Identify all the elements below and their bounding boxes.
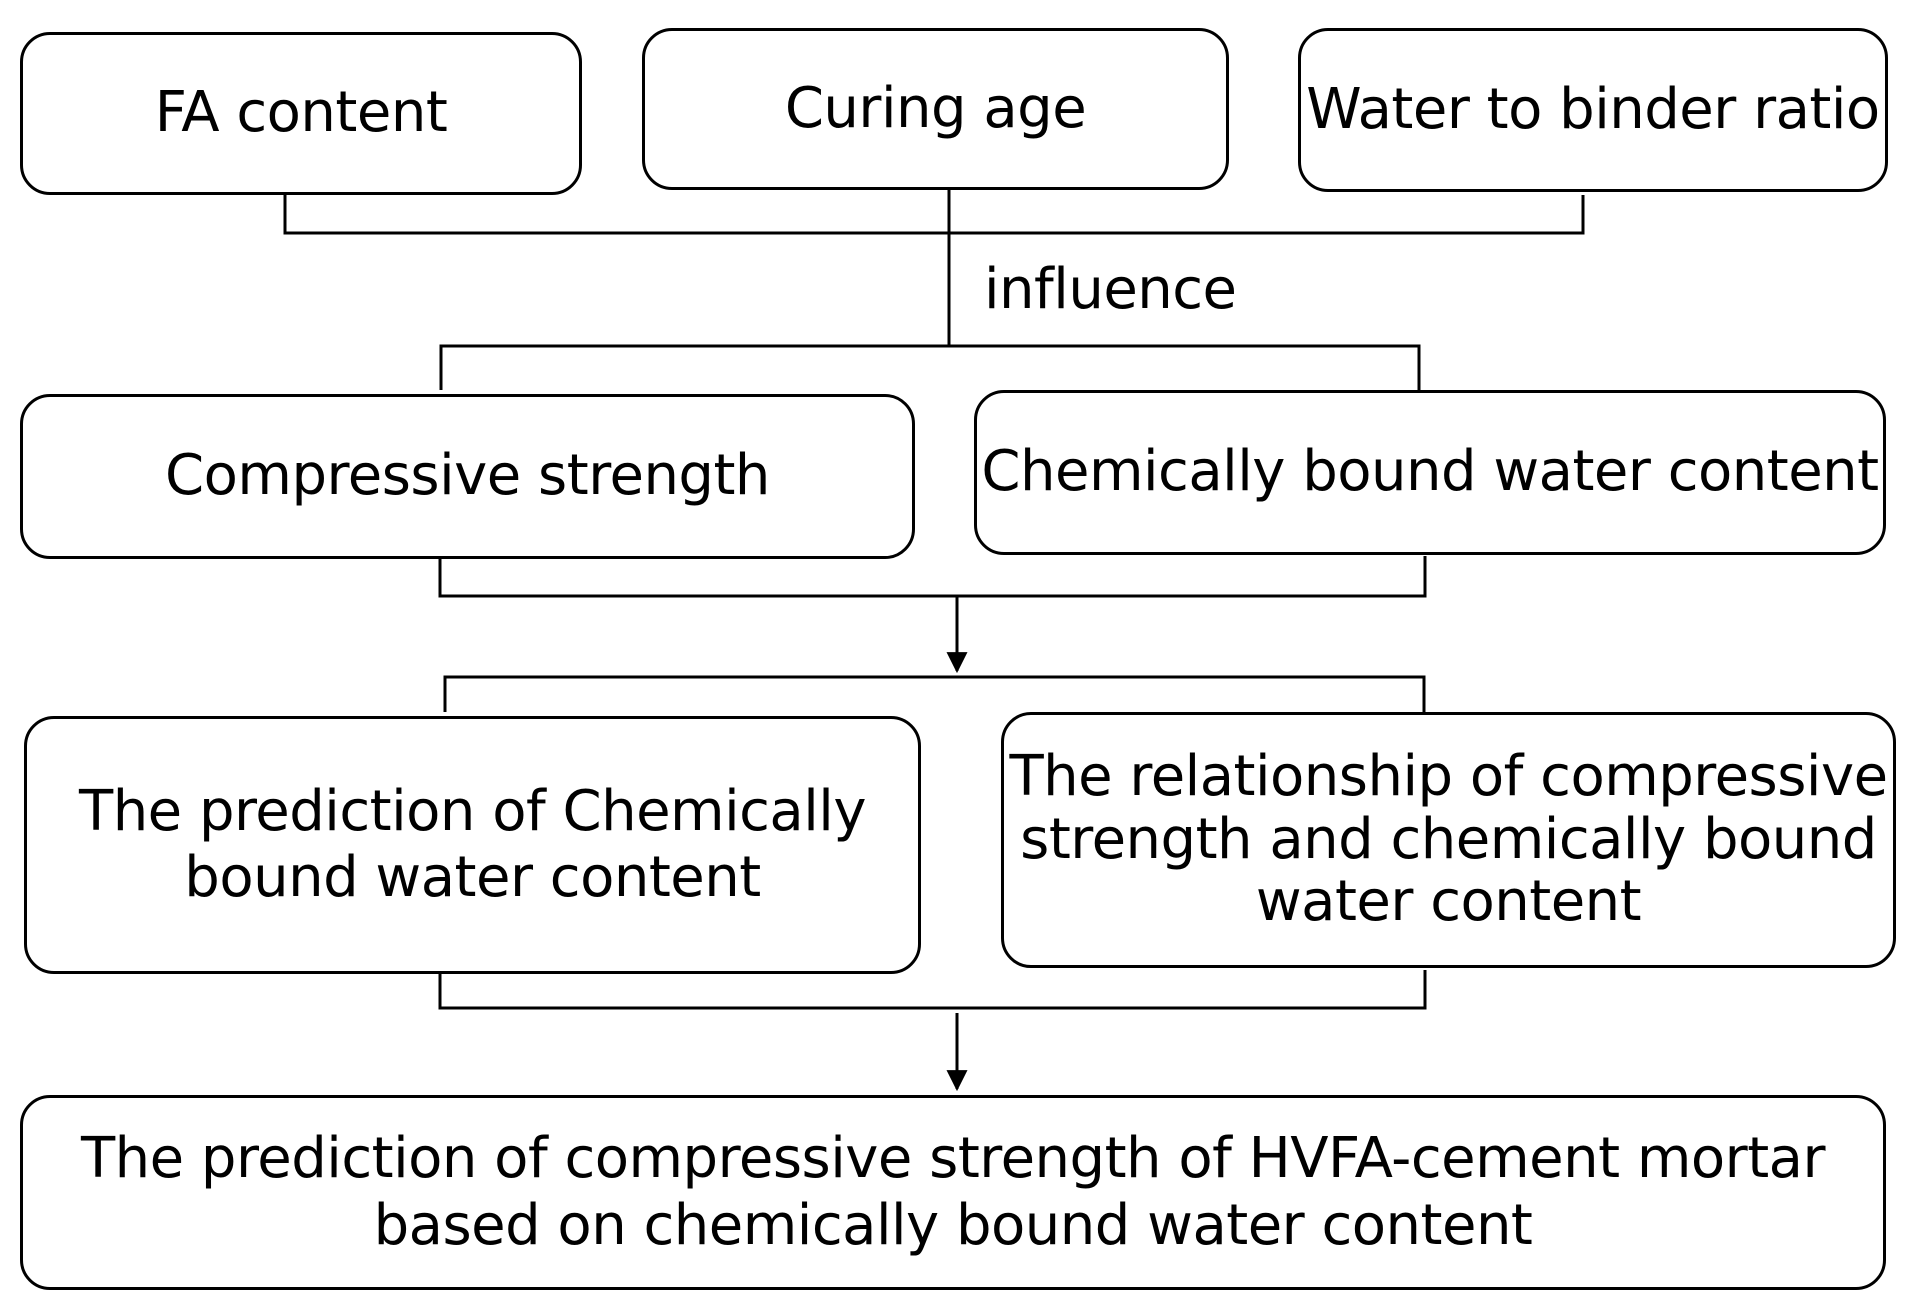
chemically-bound-water-label: Chemically bound water content bbox=[981, 439, 1879, 505]
fa-content-box: FA content bbox=[20, 32, 582, 195]
final-prediction-box: The prediction of compressive strength o… bbox=[20, 1095, 1886, 1290]
water-binder-ratio-box: Water to binder ratio bbox=[1298, 28, 1888, 192]
relationship-box: The relationship of compressive strength… bbox=[1001, 712, 1896, 968]
prediction-cbw-box: The prediction of Chemically bound water… bbox=[24, 716, 921, 974]
prediction-cbw-line1: The prediction of Chemically bbox=[78, 778, 867, 844]
relationship-line1: The relationship of compressive bbox=[1009, 743, 1888, 809]
analyses-split-bracket bbox=[443, 675, 1426, 712]
influence-label: influence bbox=[984, 257, 1237, 322]
prediction-cbw-line2: bound water content bbox=[184, 845, 761, 910]
prediction-cbw-text: The prediction of Chemically bound water… bbox=[78, 778, 867, 911]
analyses-merge-bracket bbox=[438, 970, 1427, 1010]
influence-split-bracket bbox=[439, 344, 1421, 390]
final-prediction-text: The prediction of compressive strength o… bbox=[80, 1126, 1826, 1258]
relationship-line3: water content bbox=[1255, 869, 1642, 935]
compressive-strength-box: Compressive strength bbox=[20, 394, 915, 559]
compressive-strength-label: Compressive strength bbox=[165, 443, 770, 509]
fa-content-label: FA content bbox=[154, 80, 448, 146]
relationship-line2: strength and chemically bound bbox=[1020, 806, 1877, 872]
curing-age-label: Curing age bbox=[784, 75, 1087, 141]
final-prediction-line2: based on chemically bound water content bbox=[373, 1192, 1533, 1258]
properties-merge-bracket bbox=[438, 556, 1427, 598]
water-binder-ratio-label: Water to binder ratio bbox=[1306, 76, 1880, 142]
relationship-text: The relationship of compressive strength… bbox=[1009, 743, 1888, 935]
inputs-bracket bbox=[283, 195, 1585, 235]
chemically-bound-water-box: Chemically bound water content bbox=[974, 390, 1886, 555]
curing-age-box: Curing age bbox=[642, 28, 1229, 190]
final-prediction-line1: The prediction of compressive strength o… bbox=[80, 1126, 1826, 1192]
